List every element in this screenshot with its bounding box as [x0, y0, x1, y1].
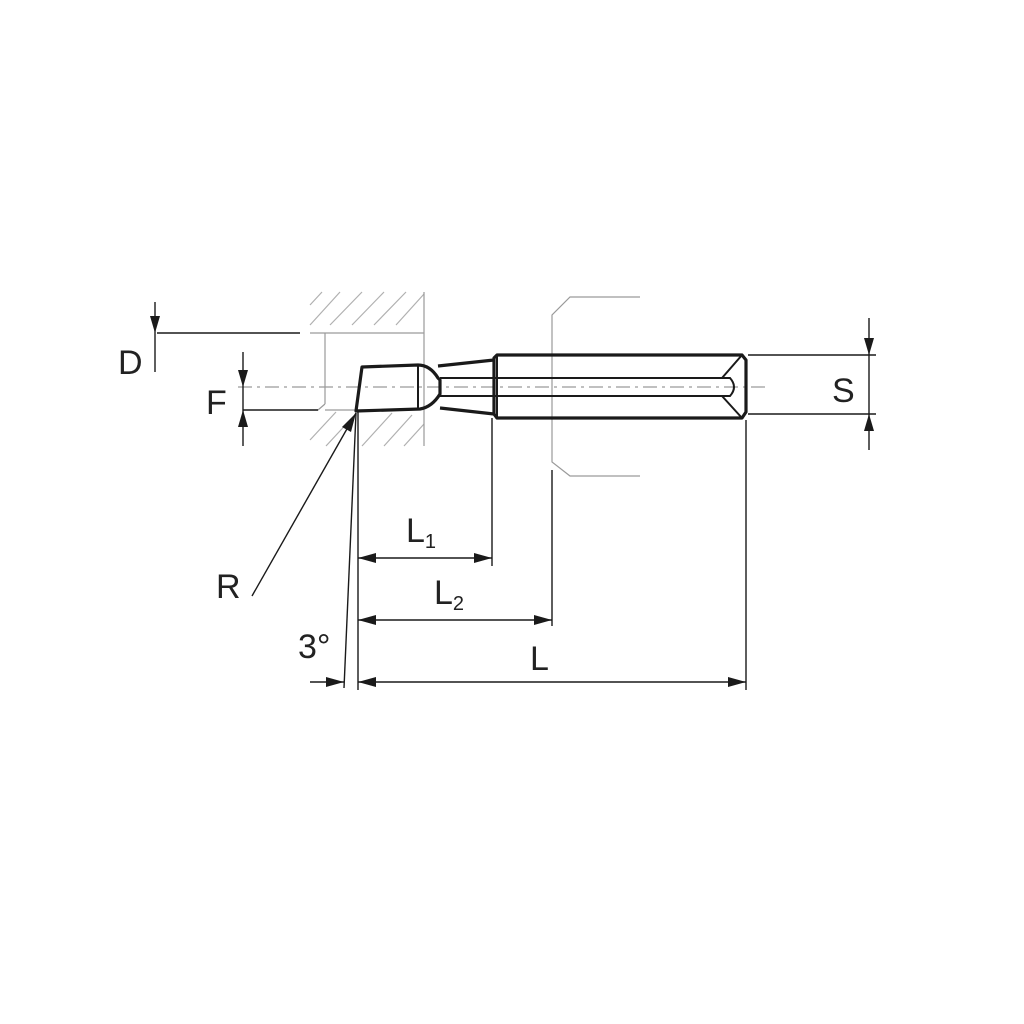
extension-lines [357, 412, 747, 690]
label-l: L [530, 640, 549, 678]
dimension-r: R [216, 412, 357, 606]
cutting-head [354, 363, 442, 413]
dimension-l: L [358, 640, 746, 687]
coolant-channel-end [722, 377, 735, 397]
dimension-d: D [118, 302, 300, 382]
dimension-l2: L2 [358, 574, 552, 625]
dimension-l1: L1 [358, 512, 492, 563]
dimension-s: S [748, 318, 876, 450]
boring-bar [354, 353, 748, 420]
dimension-f: F [206, 352, 318, 446]
label-f: F [206, 384, 227, 422]
label-l1: L1 [406, 512, 436, 553]
tool-shank [492, 353, 748, 420]
label-l2: L2 [434, 574, 464, 615]
dimension-angle: 3° [298, 412, 357, 689]
tool-neck [437, 358, 495, 416]
workpiece-bore-outline [310, 292, 425, 446]
label-r: R [216, 568, 241, 606]
tool-holder-outline [551, 296, 640, 477]
workpiece-hatch-upper [309, 291, 425, 326]
workpiece-hatch-lower [309, 411, 425, 447]
label-d: D [118, 344, 143, 382]
label-angle: 3° [298, 628, 331, 666]
label-s: S [832, 372, 855, 410]
